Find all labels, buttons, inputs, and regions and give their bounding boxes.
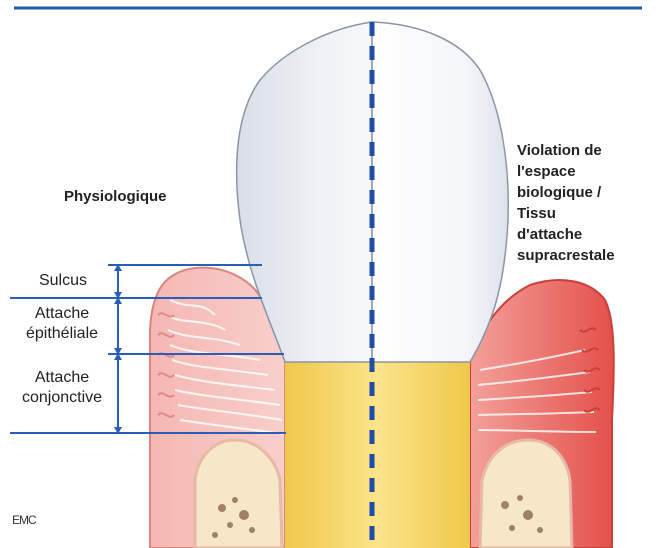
connective-line-2: conjonctive — [8, 388, 116, 408]
right-heading-line-5: d'attache — [517, 224, 652, 245]
right-heading-line-2: l'espace — [517, 161, 652, 182]
right-heading: Violation de l'espace biologique / Tissu… — [517, 140, 652, 266]
emc-logo: EMC — [12, 513, 36, 527]
right-alveolar-bone — [480, 440, 572, 548]
right-heading-line-1: Violation de — [517, 140, 652, 161]
connective-line-1: Attache — [8, 368, 116, 388]
right-heading-line-4: Tissu — [517, 203, 652, 224]
connective-attachment-label: Attache conjonctive — [8, 368, 116, 408]
right-heading-line-6: supracrestale — [517, 245, 652, 266]
right-heading-line-3: biologique / — [517, 182, 652, 203]
left-alveolar-bone — [195, 440, 282, 548]
sulcus-label: Sulcus — [20, 271, 106, 291]
tooth-root — [285, 360, 470, 548]
epithelial-line-2: épithéliale — [8, 324, 116, 344]
left-heading: Physiologique — [64, 186, 167, 207]
epithelial-attachment-label: Attache épithéliale — [8, 304, 116, 344]
epithelial-line-1: Attache — [8, 304, 116, 324]
